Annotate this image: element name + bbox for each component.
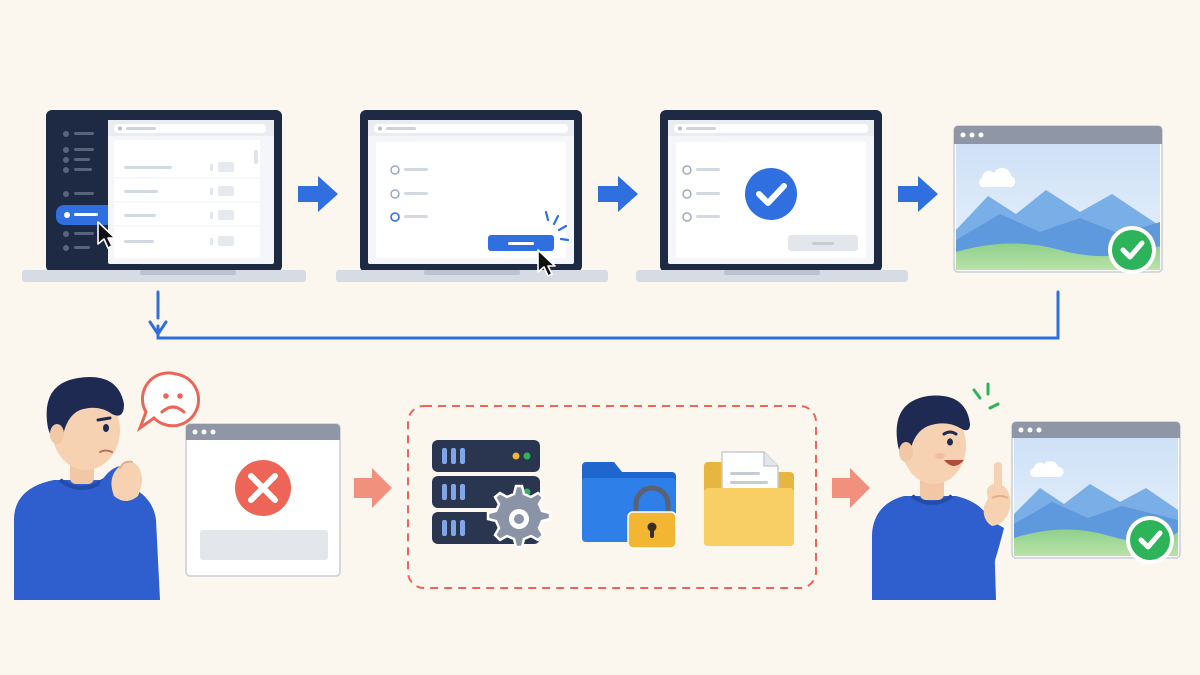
- step-1-laptop: [22, 110, 306, 282]
- gear-icon: [486, 484, 552, 549]
- search-bar[interactable]: [374, 124, 568, 133]
- success-check-icon: [1108, 226, 1156, 274]
- radio-options: [682, 165, 720, 222]
- sidebar-menu: [56, 131, 116, 251]
- cloud-icon: [979, 168, 1016, 187]
- step-2-laptop: [336, 110, 608, 282]
- document-folder-icon: [704, 451, 794, 546]
- success-window: [1011, 421, 1181, 564]
- idea-spark-icon: [972, 382, 1000, 410]
- storage-group: [407, 405, 817, 589]
- search-bar[interactable]: [114, 124, 266, 133]
- sad-face-icon: [136, 371, 201, 433]
- error-window: [185, 423, 341, 577]
- search-bar[interactable]: [674, 124, 868, 133]
- radio-options[interactable]: [390, 165, 428, 222]
- happy-person: [872, 382, 1011, 600]
- result-window: [953, 125, 1163, 274]
- cloud-icon: [1029, 460, 1064, 478]
- click-burst-icon: [544, 210, 570, 242]
- connector-line: [156, 290, 1060, 340]
- confirmed-check-icon: [745, 168, 797, 220]
- flow-arrow-icon: [298, 176, 338, 212]
- success-check-icon: [1126, 516, 1174, 564]
- confused-person: [14, 377, 160, 600]
- flow-arrow-icon: [598, 176, 638, 212]
- problem-arrow-icon: [832, 468, 870, 508]
- table-rows: [114, 162, 260, 246]
- locked-folder-icon: [582, 462, 677, 549]
- disabled-button: [200, 530, 328, 560]
- step-3-laptop: [636, 110, 908, 282]
- flow-arrow-icon: [898, 176, 938, 212]
- problem-arrow-icon: [354, 468, 392, 508]
